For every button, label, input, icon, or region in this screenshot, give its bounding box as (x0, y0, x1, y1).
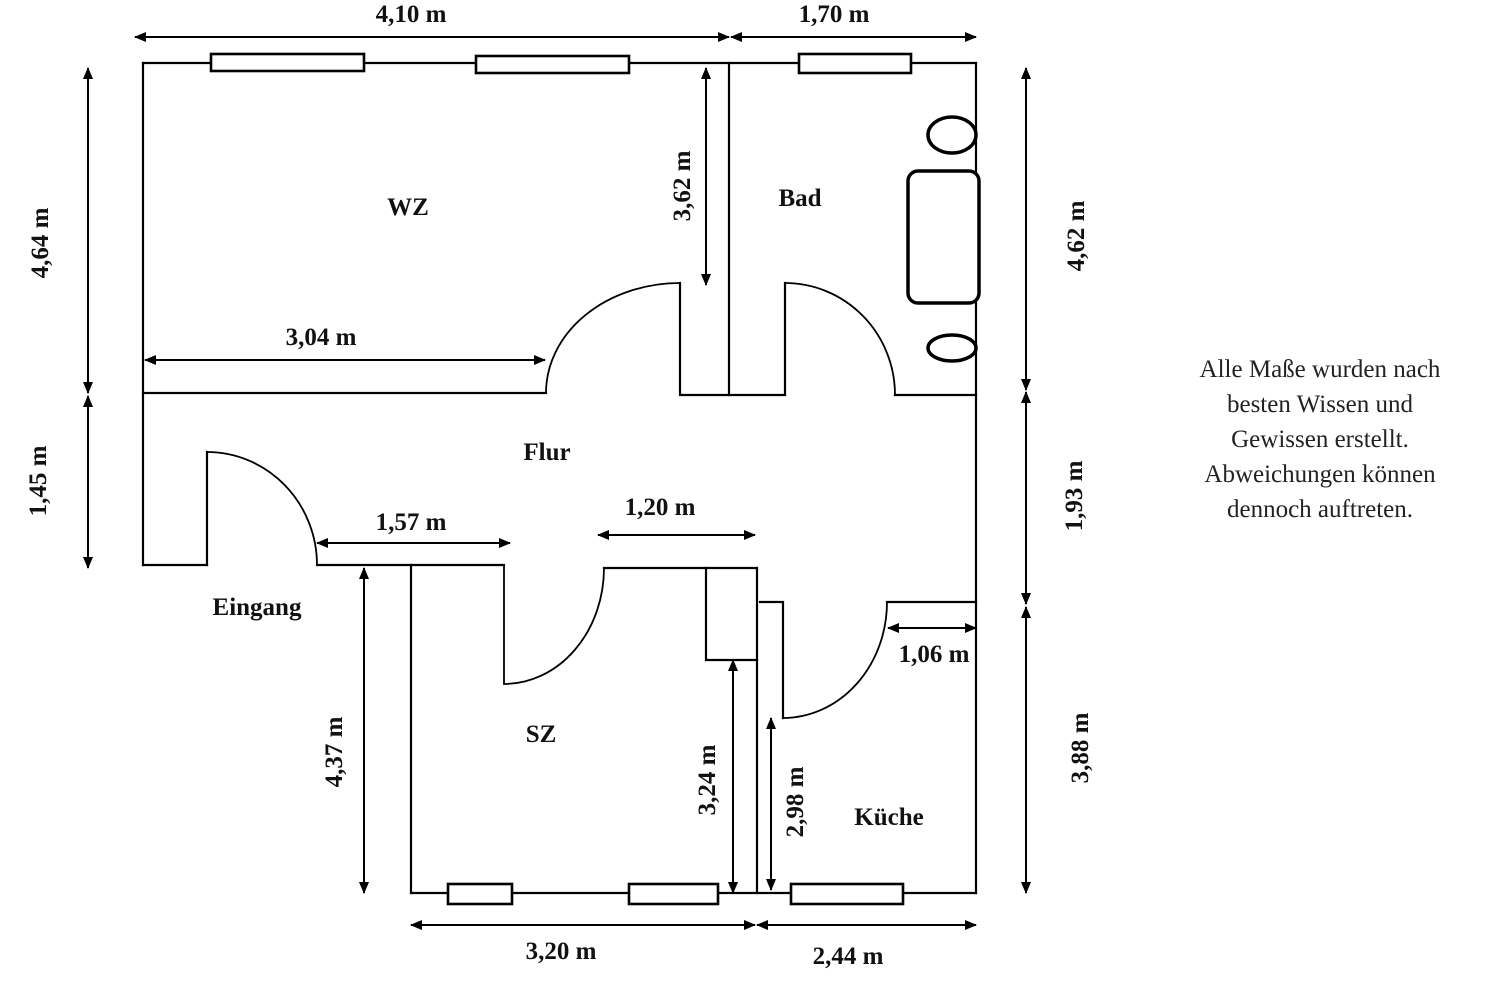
window (627, 882, 720, 906)
window (789, 882, 905, 906)
dim-label-top-left: 4,10 m (376, 1, 447, 28)
walls (141, 61, 978, 895)
dim-label-wz-height: 3,62 m (669, 150, 696, 221)
dim-label-kitchen-left: 2,98 m (782, 766, 809, 837)
dim-label-sz-right: 3,24 m (694, 744, 721, 815)
window (797, 52, 913, 75)
door-entrance (206, 451, 318, 566)
dim-label-sz-left: 4,37 m (321, 716, 348, 787)
door-wz (545, 282, 681, 394)
dim-label-wz-width: 3,04 m (286, 324, 357, 351)
note-line: Alle Maße wurden nach (1199, 356, 1441, 383)
window (474, 54, 631, 75)
door-bad (784, 282, 896, 396)
bathtub-icon (906, 169, 981, 305)
note-line: Gewissen erstellt. (1231, 426, 1409, 453)
sink-icon (926, 115, 978, 155)
dim-label-right-upper: 4,62 m (1063, 200, 1090, 271)
toilet-icon (926, 333, 978, 363)
room-label-kueche: Küche (854, 804, 923, 831)
note-line: Abweichungen können (1204, 461, 1436, 488)
room-label-sz: SZ (526, 721, 557, 748)
room-label-bad: Bad (778, 185, 821, 212)
window (446, 882, 514, 906)
door-kitchen (782, 601, 888, 719)
room-label-flur: Flur (523, 439, 570, 466)
room-label-eingang: Eingang (213, 594, 302, 621)
dim-label-right-middle: 1,93 m (1061, 460, 1088, 531)
dim-label-bottom-left: 3,20 m (526, 938, 597, 965)
note-line: dennoch auftreten. (1226, 496, 1414, 523)
room-labels: WZ Bad Flur Eingang SZ Küche (213, 185, 924, 831)
door-sz (503, 565, 605, 685)
dim-label-bottom-right: 2,44 m (813, 943, 884, 970)
dim-label-top-right: 1,70 m (799, 1, 870, 28)
dim-label-left-lower: 1,45 m (25, 445, 52, 516)
dim-label-right-lower: 3,88 m (1067, 712, 1094, 783)
window (209, 52, 366, 73)
dimension-labels: 4,10 m 1,70 m 4,64 m 1,45 m 3,62 m 3,04 … (25, 1, 1094, 970)
dim-label-left-upper: 4,64 m (27, 207, 54, 278)
dim-label-hall-opening: 1,20 m (625, 494, 696, 521)
windows (209, 52, 913, 906)
dim-label-kitchen-door: 1,06 m (899, 641, 970, 668)
doors (206, 282, 896, 719)
bathroom-fixtures (906, 115, 981, 363)
disclaimer-note: Alle Maße wurden nach besten Wissen und … (1160, 352, 1480, 527)
dim-label-entrance: 1,57 m (376, 509, 447, 536)
note-line: besten Wissen und (1226, 391, 1413, 418)
room-label-wz: WZ (387, 194, 429, 221)
dimension-lines (83, 32, 1031, 930)
